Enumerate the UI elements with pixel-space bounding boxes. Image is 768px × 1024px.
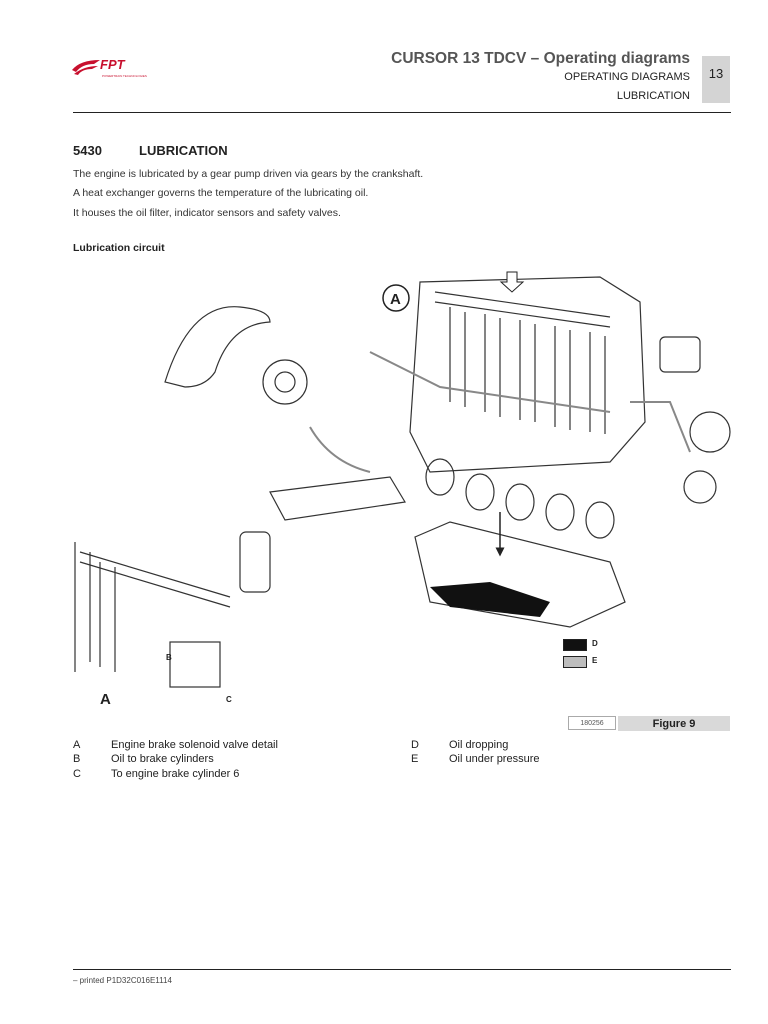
- callout-b: B: [166, 653, 172, 662]
- doc-title: CURSOR 13 TDCV – Operating diagrams: [391, 50, 690, 67]
- crankshaft: [425, 458, 615, 539]
- legend-swatch-e: [563, 656, 587, 668]
- section-number: 5430: [73, 143, 102, 158]
- key-text-d: Oil dropping: [449, 739, 509, 751]
- fpt-logo: FPT POWERTRAIN TECHNOLOGIES: [70, 52, 160, 80]
- callout-a-circle: [382, 284, 410, 312]
- engine-lubrication-diagram: A A B C: [74, 271, 731, 708]
- oil-filter: [239, 531, 271, 593]
- key-letter-c: C: [73, 768, 81, 780]
- paragraph-1: The engine is lubricated by a gear pump …: [73, 168, 424, 180]
- oil-pressure-lines: [309, 351, 691, 473]
- pushrods: [449, 307, 606, 434]
- footer-print-code: – printed P1D32C016E1114: [73, 976, 172, 985]
- timing-gear-lower: [683, 470, 717, 504]
- fuel-pump: [659, 336, 701, 373]
- doc-subtitle-topic: LUBRICATION: [616, 90, 690, 102]
- header-rule: [73, 112, 731, 113]
- section-title: LUBRICATION: [139, 143, 228, 158]
- key-text-a: Engine brake solenoid valve detail: [111, 739, 278, 751]
- heat-exchanger: [269, 476, 406, 521]
- figure-label: Figure 9: [618, 716, 730, 731]
- timing-gear-upper: [689, 411, 731, 453]
- paragraph-3: It houses the oil filter, indicator sens…: [73, 207, 341, 219]
- paragraph-2: A heat exchanger governs the temperature…: [73, 187, 369, 199]
- callout-a-detail: A: [100, 691, 111, 708]
- inlet-arrow: [499, 271, 525, 293]
- rocker-rail: [434, 291, 611, 328]
- key-text-b: Oil to brake cylinders: [111, 753, 214, 765]
- key-text-e: Oil under pressure: [449, 753, 540, 765]
- oil-sump: [414, 521, 626, 628]
- logo-tagline: POWERTRAIN TECHNOLOGIES: [102, 74, 147, 78]
- key-letter-b: B: [73, 753, 81, 765]
- legend-swatch-d: [563, 639, 587, 651]
- key-letter-a: A: [73, 739, 81, 751]
- legend-label-e: E: [592, 656, 598, 665]
- logo-text: FPT: [100, 57, 126, 72]
- callout-c: C: [226, 695, 232, 704]
- key-letter-e: E: [411, 753, 419, 765]
- doc-subtitle-section: OPERATING DIAGRAMS: [564, 71, 690, 83]
- page-number: 13: [702, 56, 730, 103]
- figure-code: 180256: [568, 716, 616, 730]
- engine-block: [409, 276, 646, 473]
- intake-pipe: [164, 306, 271, 388]
- callout-a-top: A: [390, 291, 401, 308]
- key-text-c: To engine brake cylinder 6: [111, 768, 240, 780]
- footer-rule: [73, 969, 731, 970]
- subheading-lubrication-circuit: Lubrication circuit: [73, 242, 165, 254]
- oil-dropping-sump: [430, 582, 550, 617]
- key-letter-d: D: [411, 739, 419, 751]
- legend-label-d: D: [592, 639, 598, 648]
- engine-brake-detail: [74, 542, 231, 688]
- turbocharger: [262, 359, 308, 405]
